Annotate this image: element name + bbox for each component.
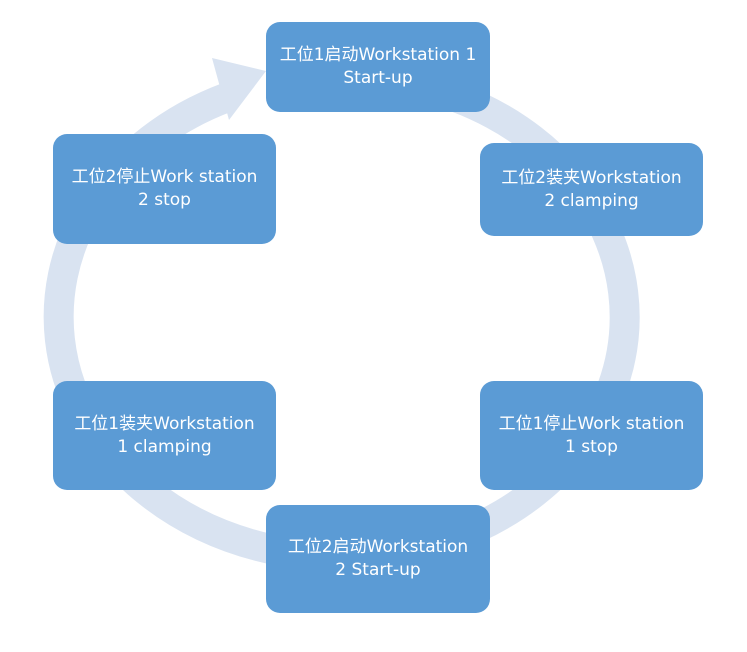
node-label-line2: 1 clamping: [117, 436, 212, 457]
node-workstation2-clamping: 工位2装夹Workstation 2 clamping: [480, 143, 703, 236]
node-label-line2: 2 Start-up: [335, 560, 421, 580]
node-label-line1: 工位2启动Workstation: [287, 537, 469, 557]
node-label-line1: 工位2装夹Workstation: [501, 167, 682, 188]
node-label-line1: 工位1停止Work station: [498, 413, 685, 434]
node-label-line2: 2 clamping: [544, 190, 639, 211]
node-label-line2: Start-up: [343, 68, 413, 88]
node-label-line2: 2 stop: [138, 190, 191, 210]
cycle-arrowhead-icon: [212, 58, 266, 120]
node-workstation1-stop: 工位1停止Work station 1 stop: [480, 381, 703, 490]
node-workstation2-stop: 工位2停止Work station 2 stop: [53, 134, 276, 244]
node-label-line2: 1 stop: [565, 436, 618, 457]
node-workstation2-startup: 工位2启动Workstation 2 Start-up: [266, 505, 490, 613]
node-label-line1: 工位2停止Work station: [71, 167, 258, 187]
node-label-line1: 工位1装夹Workstation: [74, 413, 255, 434]
node-label-line1: 工位1启动Workstation 1: [279, 45, 477, 65]
node-workstation1-clamping: 工位1装夹Workstation 1 clamping: [53, 381, 276, 490]
node-workstation1-startup: 工位1启动Workstation 1 Start-up: [266, 22, 490, 112]
